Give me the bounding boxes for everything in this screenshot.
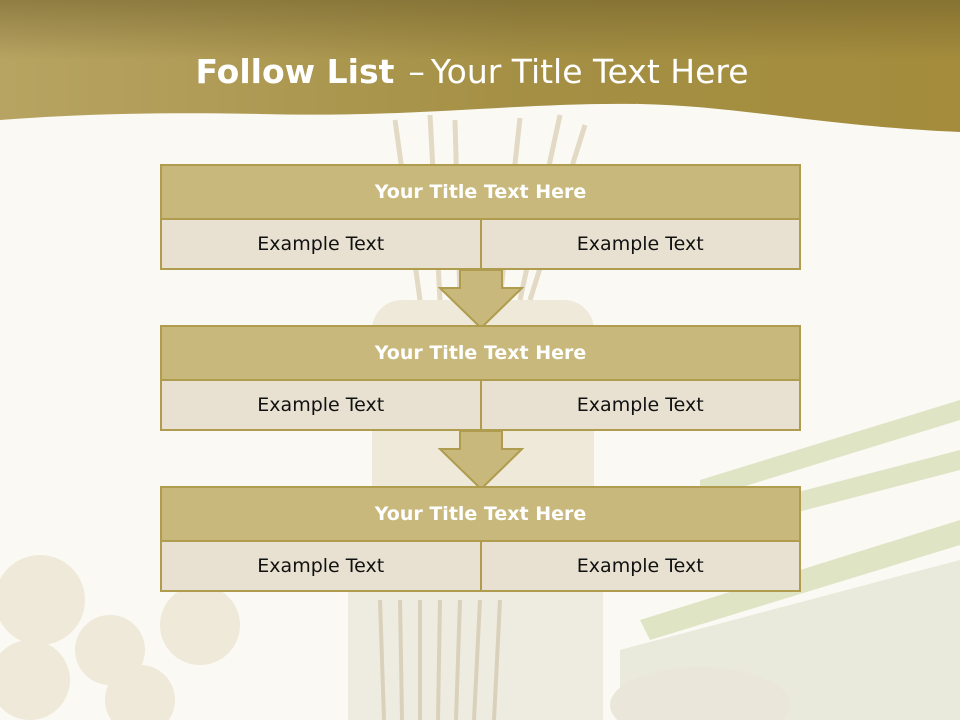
- block-cell-right: Example Text: [481, 220, 801, 270]
- down-arrow-icon: [438, 269, 524, 330]
- block-row: Example Text Example Text: [160, 542, 801, 592]
- block-cell-left: Example Text: [160, 220, 482, 270]
- block-cell-left: Example Text: [160, 381, 482, 431]
- list-block-2: Your Title Text Here Example Text Exampl…: [160, 325, 801, 431]
- down-arrow-icon: [438, 430, 524, 491]
- block-cell-left: Example Text: [160, 542, 482, 592]
- block-row: Example Text Example Text: [160, 381, 801, 431]
- block-cell-right: Example Text: [481, 381, 801, 431]
- block-cell-right: Example Text: [481, 542, 801, 592]
- title-dash: –: [408, 52, 425, 91]
- block-title: Your Title Text Here: [160, 325, 801, 381]
- list-block-1: Your Title Text Here Example Text Exampl…: [160, 164, 801, 270]
- block-title: Your Title Text Here: [160, 486, 801, 542]
- block-row: Example Text Example Text: [160, 220, 801, 270]
- title-bold: Follow List: [195, 52, 395, 91]
- title-rest: Your Title Text Here: [430, 52, 749, 91]
- slide-title: Follow List–Your Title Text Here: [0, 52, 944, 91]
- block-title: Your Title Text Here: [160, 164, 801, 220]
- list-block-3: Your Title Text Here Example Text Exampl…: [160, 486, 801, 592]
